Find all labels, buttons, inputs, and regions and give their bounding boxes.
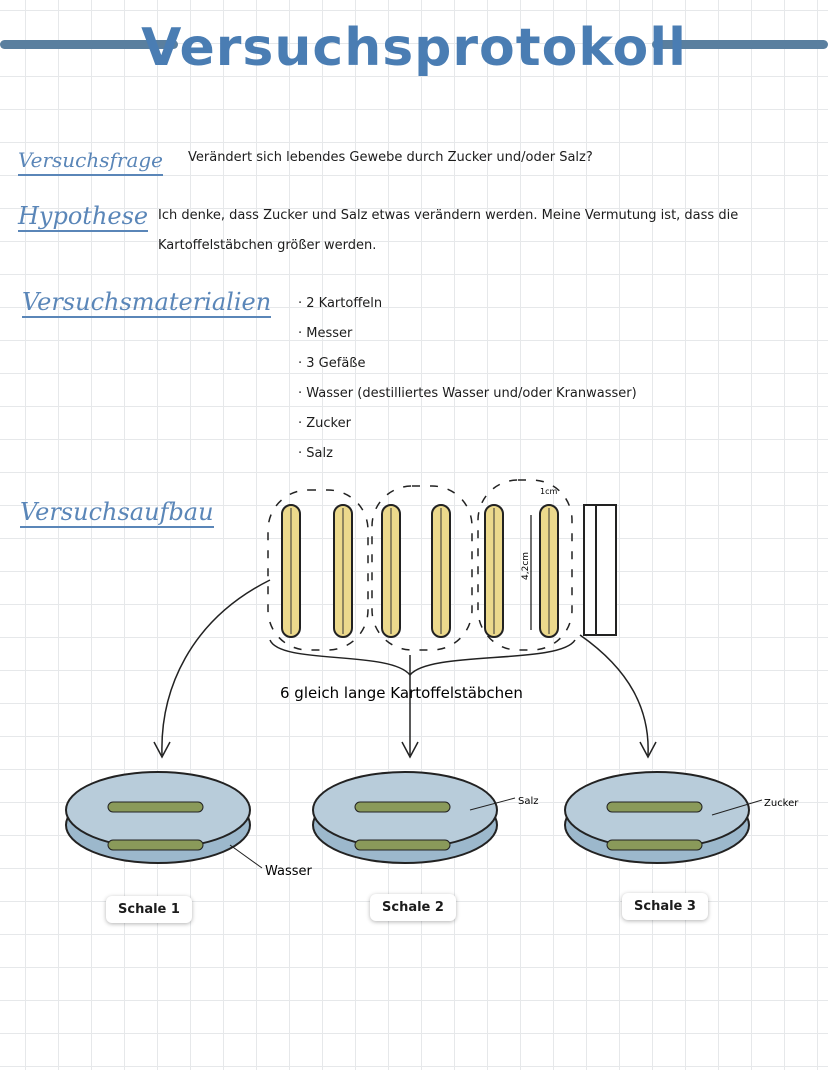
dish-3-label: Schale 3	[622, 893, 708, 920]
hypothesis-line1: Ich denke, dass Zucker und Salz etwas ve…	[158, 208, 739, 223]
dish-1-label: Schale 1	[106, 896, 192, 923]
water-label: Wasser	[265, 864, 313, 879]
material-item: · Zucker	[298, 416, 351, 431]
hypothesis-line2: Kartoffelstäbchen größer werden.	[158, 238, 377, 253]
sugar-label: Zucker	[764, 798, 799, 809]
dish-3	[564, 771, 750, 864]
question-text: Verändert sich lebendes Gewebe durch Zuc…	[188, 150, 593, 165]
dish-2-label: Schale 2	[370, 894, 456, 921]
page-title: Versuchsprotokoll	[141, 18, 687, 78]
width-label: 1cm	[540, 487, 557, 496]
dish-2	[312, 771, 498, 864]
question-heading: Versuchsfrage	[18, 146, 164, 176]
dish-1	[65, 771, 251, 864]
group-outline	[371, 485, 473, 651]
group-outline	[267, 489, 369, 651]
setup-diagram: 4,2cm 1cm 6 gleich lange Kartoffelstäbch…	[65, 479, 799, 879]
material-item: · 3 Gefäße	[298, 356, 366, 371]
material-item: · Salz	[298, 446, 333, 461]
brace	[269, 639, 576, 677]
material-item: · Messer	[298, 326, 353, 341]
salt-label: Salz	[518, 796, 539, 807]
materials-heading: Versuchsmaterialien	[22, 288, 272, 318]
arrow-to-dish-3	[579, 634, 649, 756]
length-label: 4,2cm	[521, 552, 531, 580]
ruler	[583, 504, 617, 636]
group-outline	[477, 479, 573, 651]
caption: 6 gleich lange Kartoffelstäbchen	[280, 684, 523, 702]
hypothesis-heading: Hypothese	[18, 202, 149, 232]
material-item: · 2 Kartoffeln	[298, 296, 383, 311]
title-bar-left	[0, 40, 178, 49]
materials-list: · 2 Kartoffeln · Messer · 3 Gefäße · Was…	[298, 296, 637, 476]
title-bar-right	[652, 40, 828, 49]
setup-heading: Versuchsaufbau	[20, 498, 214, 528]
arrow-to-dish-1	[161, 579, 271, 756]
material-item: · Wasser (destilliertes Wasser und/oder …	[298, 386, 637, 401]
